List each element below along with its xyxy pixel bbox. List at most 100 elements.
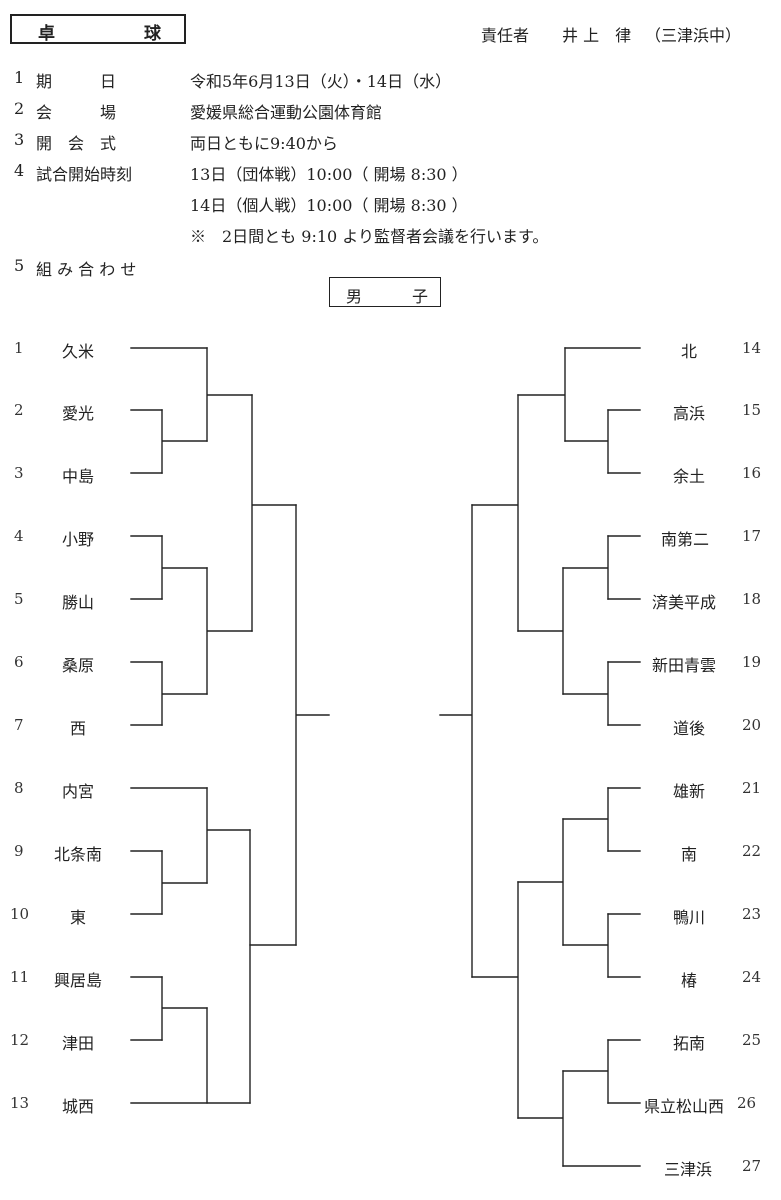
bracket-line xyxy=(206,787,251,884)
gender-char1: 男 xyxy=(346,287,363,306)
team-seed-number: 6 xyxy=(14,653,24,671)
team-seed-number: 2 xyxy=(14,401,24,419)
team-name: 椿 xyxy=(681,971,698,990)
team-seed-number: 27 xyxy=(742,1157,762,1175)
team-seed-number: 19 xyxy=(742,653,762,671)
sport-title-box: 卓 球 xyxy=(10,14,186,44)
bracket-line xyxy=(517,1070,564,1167)
team-seed-number: 20 xyxy=(742,716,762,734)
team-seed-number: 14 xyxy=(742,339,762,357)
team-name: 県立松山西 xyxy=(644,1097,725,1116)
team-seed-number: 22 xyxy=(742,842,762,860)
responsible-name: 井 上 律 xyxy=(562,26,632,45)
team-name: 南 xyxy=(681,845,698,864)
team-name: 鴨川 xyxy=(673,908,706,927)
team-seed-number: 13 xyxy=(10,1094,30,1112)
team-name: 興居島 xyxy=(54,971,103,990)
info-value: 両日ともに9:40から xyxy=(190,134,338,153)
bracket-line xyxy=(251,394,297,632)
team-seed-number: 12 xyxy=(10,1031,30,1049)
info-label: 開 会 式 xyxy=(36,134,117,153)
info-value: 令和5年6月13日（火）・14日（水） xyxy=(190,72,452,91)
team-name: 拓南 xyxy=(673,1034,706,1053)
team-seed-number: 18 xyxy=(742,590,762,608)
team-seed-number: 9 xyxy=(14,842,24,860)
team-name: 済美平成 xyxy=(652,593,717,612)
info-num: 3 xyxy=(14,130,25,149)
team-name: 北条南 xyxy=(54,845,103,864)
responsible-school: （三津浜中） xyxy=(645,26,742,45)
team-name: 南第二 xyxy=(661,530,710,549)
team-name: 道後 xyxy=(673,719,706,738)
info-num: 4 xyxy=(14,161,25,180)
team-name: 桑原 xyxy=(62,656,95,675)
info-label: 期 日 xyxy=(36,72,117,91)
bracket-line xyxy=(564,409,609,474)
team-seed-number: 4 xyxy=(14,527,24,545)
team-seed-number: 8 xyxy=(14,779,24,797)
bracket-line xyxy=(517,818,564,946)
bracket-line xyxy=(562,913,609,978)
bracket-line xyxy=(562,661,609,726)
info-label: 試合開始時刻 xyxy=(36,165,133,184)
bracket-line xyxy=(562,1039,609,1104)
bracket-line xyxy=(517,567,564,695)
bracket-line xyxy=(295,504,330,946)
team-name: 余土 xyxy=(673,467,706,486)
bracket-line xyxy=(161,976,208,1041)
bracket-line xyxy=(471,881,519,1119)
team-seed-number: 23 xyxy=(742,905,762,923)
team-seed-number: 25 xyxy=(742,1031,762,1049)
bracket-line xyxy=(161,409,208,474)
info-note-line: ※ 2日間とも 9:10 より監督者会議を行います。 xyxy=(190,227,549,246)
team-seed-number: 24 xyxy=(742,968,762,986)
bracket-line xyxy=(161,535,208,600)
team-name: 愛光 xyxy=(62,404,95,423)
team-name: 中島 xyxy=(62,467,95,486)
team-name: 三津浜 xyxy=(664,1160,713,1179)
gender-char2: 子 xyxy=(412,287,429,306)
team-name: 新田青雲 xyxy=(652,656,717,675)
bracket-line xyxy=(161,661,208,726)
bracket-line xyxy=(517,347,566,442)
team-name: 久米 xyxy=(62,342,95,361)
team-seed-number: 16 xyxy=(742,464,762,482)
team-seed-number: 26 xyxy=(737,1094,757,1112)
info-label: 会 場 xyxy=(36,103,117,122)
bracket-line xyxy=(161,850,208,915)
team-seed-number: 17 xyxy=(742,527,762,545)
team-seed-number: 15 xyxy=(742,401,762,419)
bracket-line xyxy=(439,504,473,978)
responsible-label: 責任者 xyxy=(481,26,530,45)
bracket-line xyxy=(471,394,519,632)
section-label: 組 み 合 わ せ xyxy=(36,260,137,279)
gender-box: 男 子 xyxy=(329,277,441,307)
team-name: 内宮 xyxy=(62,782,95,801)
section-num: 5 xyxy=(14,256,25,275)
team-name: 津田 xyxy=(62,1034,95,1053)
team-name: 雄新 xyxy=(673,782,706,801)
team-name: 東 xyxy=(70,908,87,927)
bracket-line xyxy=(562,787,609,852)
info-value: 13日（団体戦）10:00（ 開場 8:30 ） xyxy=(190,165,468,184)
team-seed-number: 5 xyxy=(14,590,24,608)
team-name: 西 xyxy=(70,719,87,738)
team-seed-number: 3 xyxy=(14,464,24,482)
info-value: 愛媛県総合運動公園体育館 xyxy=(190,103,383,122)
bracket-line xyxy=(562,535,609,600)
team-seed-number: 10 xyxy=(10,905,30,923)
info-num: 1 xyxy=(14,68,25,87)
team-name: 北 xyxy=(681,342,698,361)
team-seed-number: 1 xyxy=(14,339,24,357)
team-name: 勝山 xyxy=(62,593,95,612)
bracket-line xyxy=(206,567,253,695)
team-name: 城西 xyxy=(62,1097,95,1116)
info-num: 2 xyxy=(14,99,25,118)
team-name: 小野 xyxy=(62,530,95,549)
team-name: 高浜 xyxy=(673,404,706,423)
team-seed-number: 21 xyxy=(742,779,762,797)
sport-title-char2: 球 xyxy=(144,24,161,44)
bracket-line xyxy=(206,347,253,442)
sport-title-char1: 卓 xyxy=(38,24,55,44)
